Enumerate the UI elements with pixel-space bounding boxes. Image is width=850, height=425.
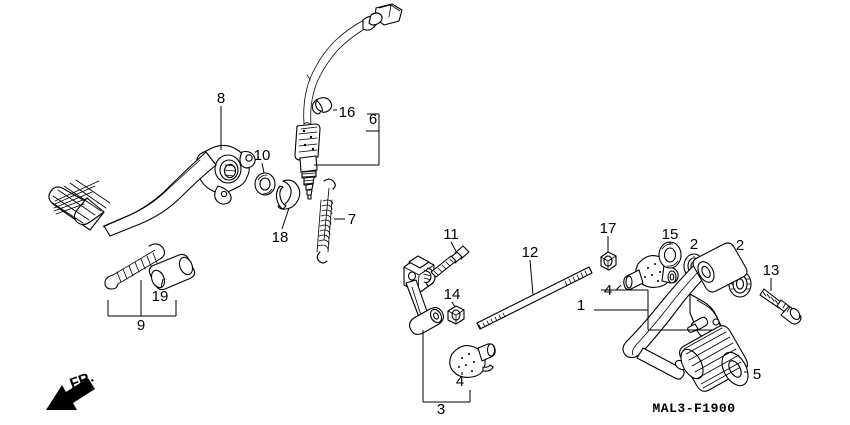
part-shift-rod-joint-lower (449, 343, 496, 378)
pivot-bolt-threads (762, 291, 779, 305)
callout-13: 13 (763, 262, 780, 279)
callout-2a: 2 (690, 236, 698, 253)
part-shift-arm-nut (447, 301, 465, 325)
callout-5: 5 (753, 366, 761, 383)
rod-threads-lower (478, 312, 506, 330)
part-pedal-pivot-bolt (759, 278, 802, 325)
callout-1: 1 (577, 297, 585, 314)
diagram-code: MAL3-F1900 (652, 401, 735, 416)
part-brake-pedal-circlip (275, 179, 301, 230)
joint-stipple-lower (458, 353, 475, 372)
rod-threads-upper (564, 270, 588, 286)
part-brake-pedal-return-spring (104, 243, 177, 317)
part-gearshift-pedal-rubber (678, 325, 749, 392)
part-spring-sleeve (148, 253, 196, 291)
part-brake-pedal (48, 106, 256, 237)
callout-7: 7 (348, 211, 356, 228)
callout-16: 16 (339, 104, 356, 121)
part-brake-pedal-washer (254, 162, 276, 196)
part-shift-arm-pinch-bolt (430, 241, 470, 278)
callout-10: 10 (254, 147, 271, 164)
bolt-threads (433, 258, 454, 276)
part-pedal-pivot-washer (658, 241, 682, 269)
part-gearshift-pedal (594, 242, 748, 380)
switch-body-texture (298, 126, 318, 153)
part-gearshift-rod-nut (600, 236, 617, 271)
callout-8: 8 (217, 90, 225, 107)
part-switch-spring-clip (311, 97, 337, 115)
part-rear-brake-light-switch (294, 3, 403, 200)
callout-4a: 4 (604, 282, 612, 299)
callout-4b: 4 (456, 373, 464, 390)
orientation-arrow (46, 378, 95, 410)
spring-coils (316, 199, 334, 253)
callout-12: 12 (522, 244, 539, 261)
callout-3: 3 (437, 401, 445, 418)
callout-6: 6 (369, 111, 377, 128)
callout-11: 11 (443, 226, 459, 243)
callout-19: 19 (152, 288, 169, 305)
joint-stipple (644, 263, 661, 282)
part-brake-switch-spring (316, 178, 345, 264)
return-spring-coils (116, 252, 158, 283)
callout-18: 18 (272, 229, 289, 246)
knurl-hatching (50, 179, 111, 224)
part-gearshift-rod (476, 259, 593, 330)
callout-17: 17 (600, 220, 617, 237)
callout-14: 14 (444, 286, 461, 303)
callout-15: 15 (662, 226, 679, 243)
callout-labels: 1 2 2 3 4 4 5 6 7 8 9 10 11 12 13 14 15 … (137, 90, 780, 418)
callout-2b: 2 (736, 237, 744, 254)
callout-9: 9 (137, 317, 145, 334)
rubber-ribs (683, 327, 742, 389)
